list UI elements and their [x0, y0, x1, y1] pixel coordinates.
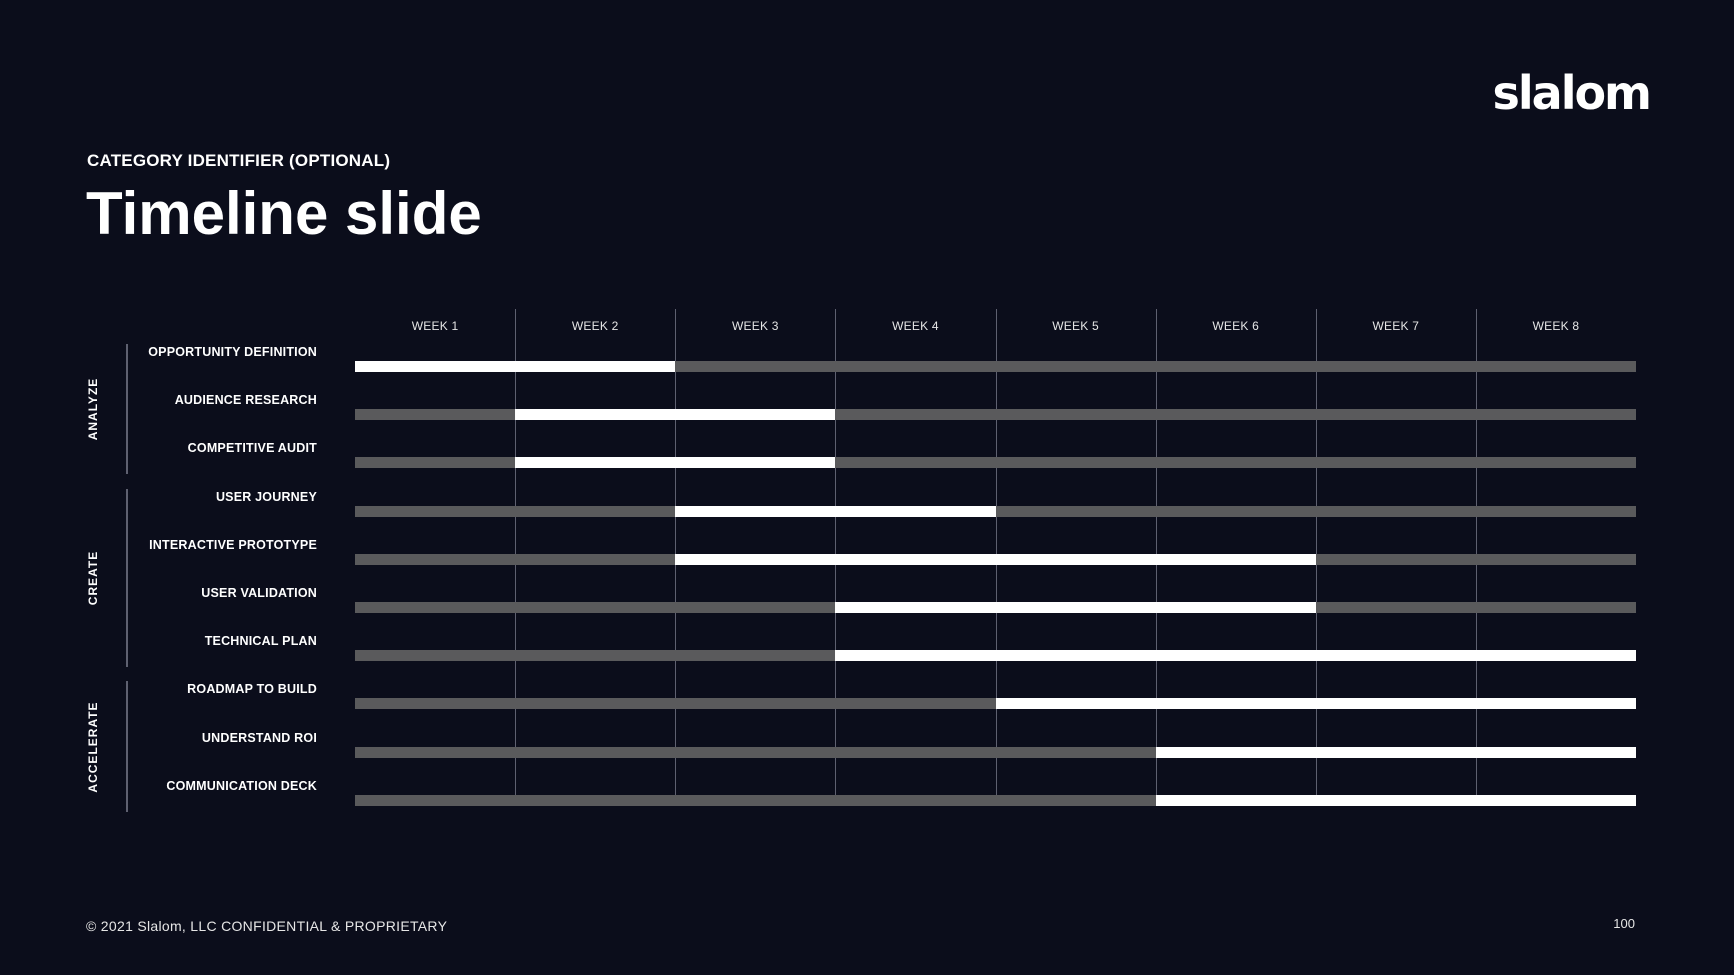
group-bracket-line: [126, 344, 128, 475]
group-bracket-line: [126, 681, 128, 812]
task-label: COMMUNICATION DECK: [166, 778, 317, 793]
week-label: WEEK 4: [892, 319, 939, 333]
task-active-bar: [1155, 794, 1636, 806]
category-identifier: CATEGORY IDENTIFIER (OPTIONAL): [87, 151, 391, 170]
week-label: WEEK 1: [411, 319, 459, 333]
task-label: TECHNICAL PLAN: [204, 634, 317, 649]
week-label: WEEK 7: [1372, 319, 1420, 333]
group-label: ANALYZE: [86, 377, 100, 441]
task-label: INTERACTIVE PROTOTYPE: [149, 537, 317, 552]
task-active-bar: [675, 553, 1316, 565]
task-active-bar: [835, 602, 1316, 613]
task-label: UNDERSTAND ROI: [201, 730, 317, 745]
task-label: AUDIENCE RESEARCH: [174, 393, 317, 408]
task-label: USER VALIDATION: [201, 586, 317, 600]
task-active-bar: [995, 698, 1636, 710]
task-active-bar: [1155, 746, 1636, 758]
slalom-logo: slalom: [1492, 66, 1652, 120]
page-number: 100: [1613, 916, 1635, 931]
task-track-bar: [355, 746, 1636, 758]
week-label: WEEK 8: [1532, 319, 1580, 333]
task-track-bar: [355, 794, 1636, 806]
task-label: OPPORTUNITY DEFINITION: [148, 345, 317, 359]
task-track-bar: [355, 409, 1636, 421]
week-label: WEEK 5: [1052, 319, 1099, 333]
task-track-bar: [355, 505, 1636, 517]
task-active-bar: [355, 361, 676, 372]
week-label: WEEK 3: [732, 319, 779, 333]
task-active-bar: [515, 457, 836, 469]
footer-copyright: © 2021 Slalom, LLC CONFIDENTIAL & PROPRI…: [86, 918, 448, 934]
task-active-bar: [515, 409, 836, 421]
task-label: ROADMAP TO BUILD: [187, 682, 317, 697]
task-track-bar: [355, 361, 1636, 372]
task-active-bar: [835, 650, 1636, 662]
week-label: WEEK 2: [571, 319, 619, 333]
task-active-bar: [675, 505, 996, 517]
slide-title: Timeline slide: [86, 180, 482, 247]
group-bracket-line: [126, 488, 128, 668]
group-label: ACCELERATE: [86, 701, 100, 793]
task-track-bar: [355, 457, 1636, 469]
group-label: CREATE: [86, 550, 100, 606]
task-label: USER JOURNEY: [215, 489, 317, 504]
week-label: WEEK 6: [1212, 319, 1259, 333]
task-label: COMPETITIVE AUDIT: [187, 441, 317, 456]
